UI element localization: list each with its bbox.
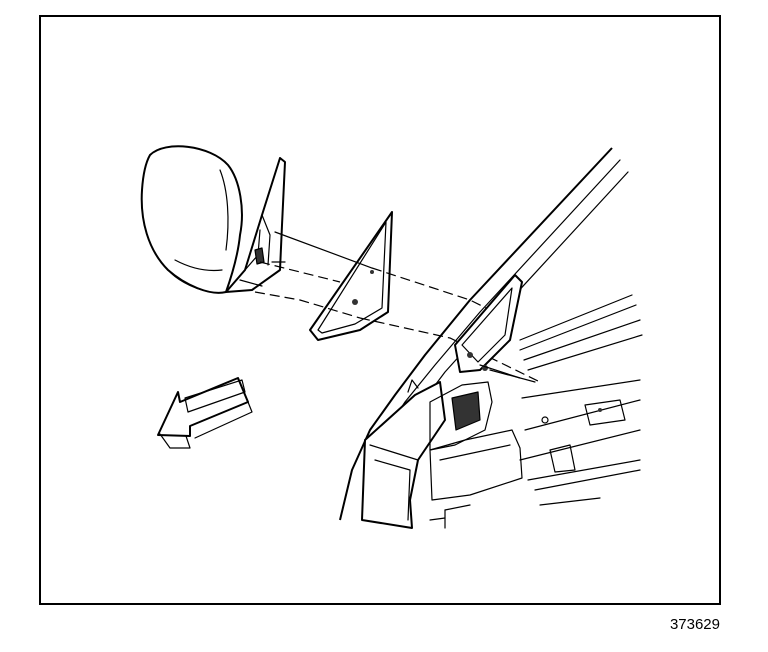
direction-arrow-icon (157, 377, 253, 449)
alignment-lines (254, 231, 541, 383)
mirror-gasket-icon (309, 211, 393, 341)
outside-rearview-mirror-icon (140, 145, 286, 294)
figure-id-number: 373629 (669, 616, 720, 633)
vehicle-door-frame-icon (339, 147, 643, 529)
